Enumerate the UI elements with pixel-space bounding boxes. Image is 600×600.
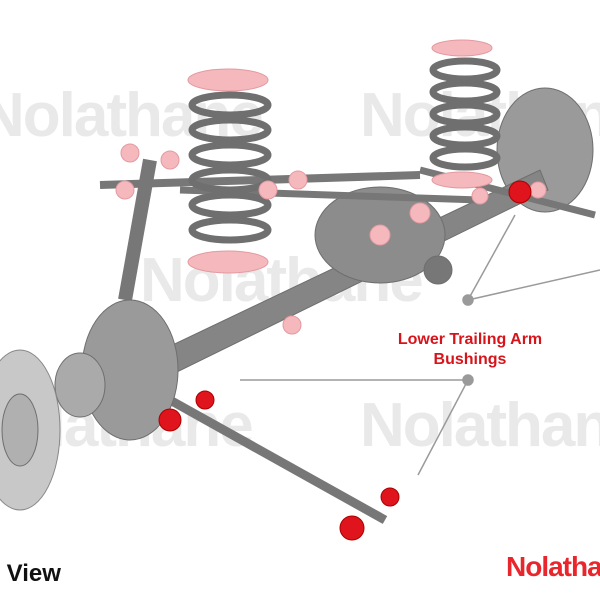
lower-arm-left bbox=[167, 396, 388, 524]
spring-pad bbox=[431, 39, 493, 57]
callout-line bbox=[467, 269, 600, 301]
callout-dot bbox=[462, 374, 474, 386]
callout-line2: Bushings bbox=[433, 351, 507, 368]
trailing-arm-bushing bbox=[508, 180, 532, 204]
coil-spring-right bbox=[429, 57, 501, 171]
trailing-arm-bushing bbox=[380, 487, 400, 507]
bushing-pink bbox=[115, 180, 135, 200]
bushing-pink bbox=[409, 202, 431, 224]
trailing-arm-bushing bbox=[195, 390, 215, 410]
watermark: Nolathane bbox=[360, 391, 600, 460]
callout-line bbox=[467, 214, 516, 301]
bushing-pink bbox=[160, 150, 180, 170]
shock-absorber bbox=[118, 158, 157, 302]
upper-arm bbox=[99, 171, 421, 189]
callout-line bbox=[417, 379, 469, 476]
wheel-hub bbox=[54, 352, 106, 418]
bushing-pink bbox=[282, 315, 302, 335]
spring-pad bbox=[431, 171, 493, 189]
view-label: t View bbox=[0, 560, 61, 587]
bushing-pink bbox=[529, 181, 547, 199]
spring-pad bbox=[187, 250, 269, 274]
callout-label: Lower Trailing Arm Bushings bbox=[372, 330, 568, 370]
trailing-arm-bushing bbox=[158, 408, 182, 432]
bushing-pink bbox=[258, 180, 278, 200]
brand-logo: Nolathane bbox=[506, 551, 600, 582]
bushing-pink bbox=[369, 224, 391, 246]
callout-dot bbox=[462, 294, 474, 306]
bushing-pink bbox=[471, 187, 489, 205]
coil-spring-left bbox=[188, 91, 272, 244]
bushing-pink bbox=[120, 143, 140, 163]
bushing-pink bbox=[288, 170, 308, 190]
callout-line1: Lower Trailing Arm bbox=[397, 331, 543, 348]
spring-pad bbox=[187, 68, 269, 92]
trailing-arm-bushing bbox=[339, 515, 365, 541]
